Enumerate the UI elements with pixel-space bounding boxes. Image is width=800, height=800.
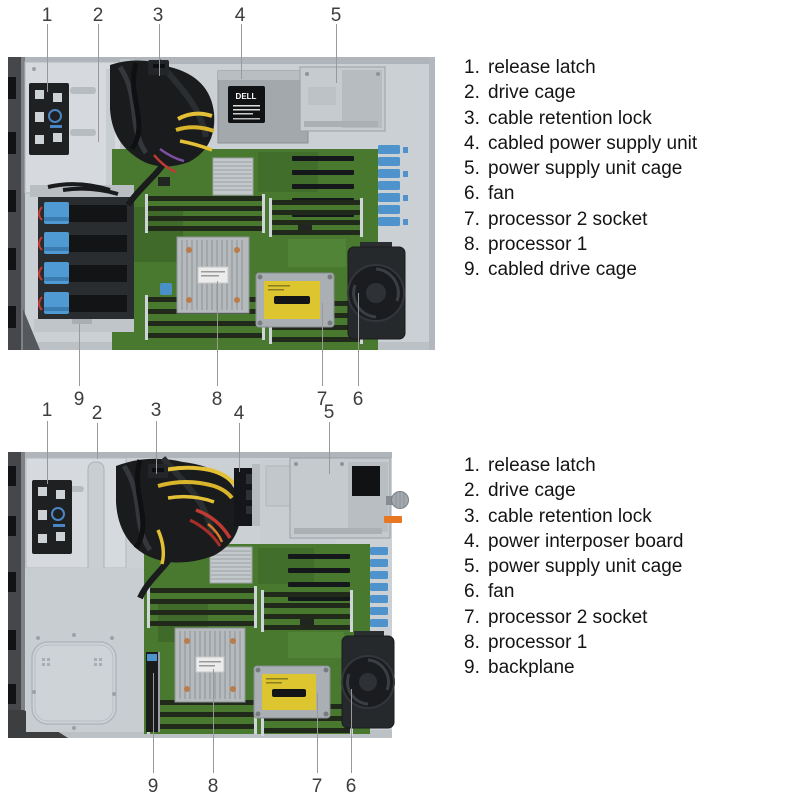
cabled-drive-cage — [30, 182, 134, 332]
callout-8: 8 — [207, 776, 219, 797]
legend-item: 8.processor 1 — [464, 234, 588, 256]
legend-item: 4.power interposer board — [464, 530, 684, 552]
legend-item: 6.fan — [464, 581, 515, 603]
backplane — [146, 652, 160, 732]
callout-2: 2 — [91, 403, 103, 424]
thumbscrew — [386, 491, 409, 509]
leader-line-3 — [159, 24, 160, 76]
callout-6: 6 — [352, 389, 364, 410]
callout-3: 3 — [150, 400, 162, 421]
chassis-floor — [26, 568, 152, 732]
pcie-slots — [288, 554, 350, 601]
legend-item: 1.release latch — [464, 455, 596, 476]
cable-retention-lock — [148, 464, 168, 478]
leader-line-5 — [329, 422, 330, 474]
legend-item: 4.cabled power supply unit — [464, 132, 698, 154]
legend-item: 9.backplane — [464, 657, 575, 679]
callout-9: 9 — [73, 389, 85, 410]
legend-item: 6.fan — [464, 183, 515, 205]
fan — [347, 242, 406, 340]
cabled-power-supply-unit: DELL — [217, 70, 309, 144]
legend-item: 9.cabled drive cage — [464, 259, 637, 281]
callout-5: 5 — [330, 5, 342, 26]
blue-touch-latch — [160, 283, 172, 295]
leader-line-5 — [336, 24, 337, 83]
callout-4: 4 — [234, 5, 246, 26]
dimm-slots — [147, 586, 353, 736]
legend-item: 7.processor 2 socket — [464, 606, 648, 628]
chipset-heatsink — [212, 157, 254, 196]
processor-1-heatsink — [174, 627, 246, 703]
legend-list-top: 1.release latch 2.drive cage 3.cable ret… — [464, 55, 697, 283]
leader-line-6 — [358, 293, 359, 386]
leader-line-8 — [213, 669, 214, 773]
legend-item: 3.cable retention lock — [464, 505, 652, 527]
orange-release-tab — [384, 516, 402, 523]
leader-line-9 — [153, 673, 154, 773]
cable-bundle — [110, 59, 215, 207]
leader-line-2 — [97, 423, 98, 459]
processor-1-heatsink — [176, 236, 250, 314]
processor-2-socket — [255, 272, 335, 328]
legend-list-bottom: 1.release latch 2.drive cage 3.cable ret… — [464, 453, 683, 681]
leader-line-1 — [47, 421, 48, 484]
power-supply-unit-cage — [289, 457, 391, 539]
leader-line-9 — [79, 324, 80, 386]
fan — [341, 631, 395, 729]
legend-item: 3.cable retention lock — [464, 107, 652, 129]
legend-item: 8.processor 1 — [464, 632, 588, 654]
leader-line-1 — [47, 24, 48, 92]
leader-line-7 — [317, 693, 318, 773]
pcie-retention-clips — [370, 547, 388, 627]
callout-7: 7 — [316, 389, 328, 410]
server-photo-power-interposer — [8, 452, 409, 738]
callout-2: 2 — [92, 5, 104, 26]
callout-3: 3 — [152, 5, 164, 26]
leader-line-2 — [98, 24, 99, 142]
psu-brand-label: DELL — [236, 92, 257, 101]
legend-item: 2.drive cage — [464, 82, 576, 104]
callout-5: 5 — [323, 402, 335, 423]
pcie-retention-clips — [378, 145, 408, 226]
legend-item: 2.drive cage — [464, 480, 576, 502]
processor-2-socket — [253, 665, 331, 719]
leader-line-3 — [156, 421, 157, 474]
callout-7: 7 — [311, 776, 323, 797]
legend-item: 5.power supply unit cage — [464, 158, 683, 180]
release-latch — [29, 83, 69, 155]
callout-6: 6 — [345, 776, 357, 797]
callout-4: 4 — [233, 403, 245, 424]
leader-line-6 — [351, 689, 352, 773]
legend-item: 1.release latch — [464, 57, 596, 78]
callout-9: 9 — [147, 776, 159, 797]
server-photo-cabled-psu: DELL — [8, 57, 435, 350]
leader-line-4 — [239, 423, 240, 472]
release-latch — [32, 480, 72, 554]
leader-line-4 — [241, 24, 242, 79]
callout-8: 8 — [211, 389, 223, 410]
callout-1: 1 — [41, 400, 53, 421]
leader-line-7 — [322, 303, 323, 386]
callout-1: 1 — [41, 5, 53, 26]
legend-item: 7.processor 2 socket — [464, 208, 648, 230]
power-interposer-board — [234, 464, 260, 526]
legend-item: 5.power supply unit cage — [464, 556, 683, 578]
cable-bundle — [116, 456, 241, 600]
leader-line-8 — [217, 281, 218, 386]
power-supply-unit-cage — [299, 66, 386, 132]
